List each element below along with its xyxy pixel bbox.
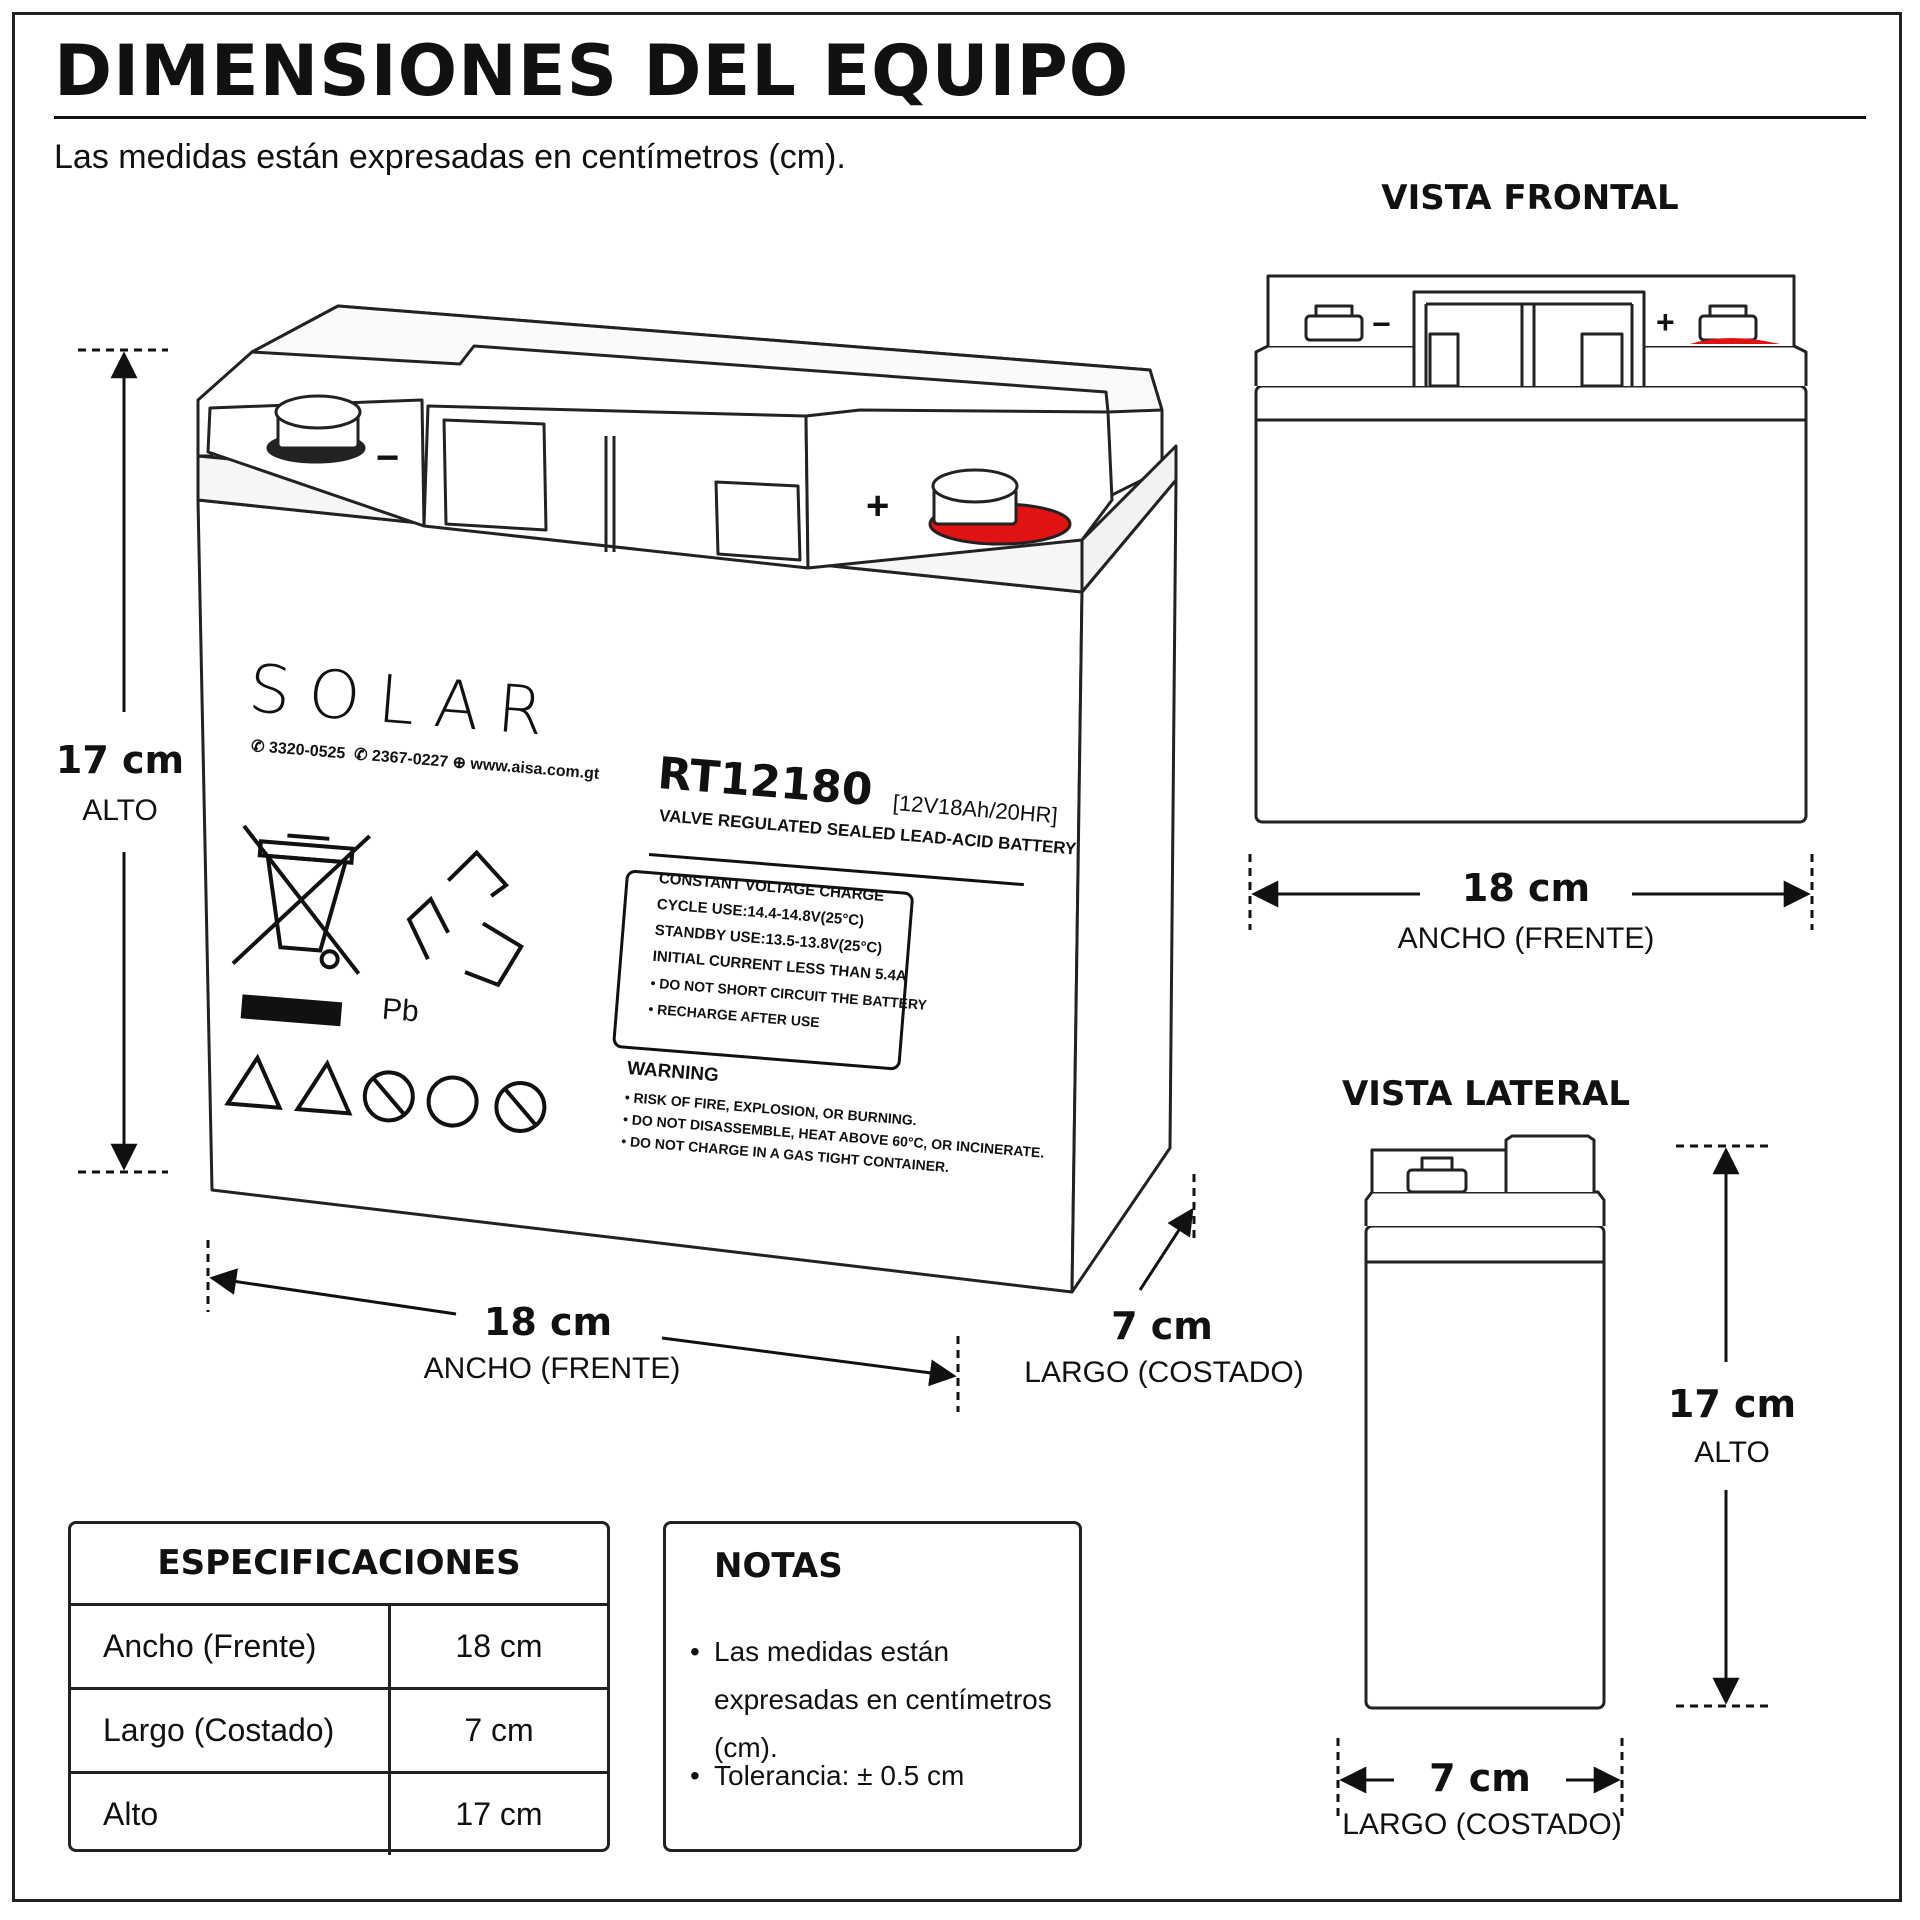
- pb-label: Pb: [380, 992, 421, 1029]
- spec-value: 17 cm: [455, 1796, 543, 1832]
- specifications-title: ESPECIFICACIONES: [71, 1524, 607, 1606]
- main-alto-label: ALTO: [82, 794, 158, 827]
- specifications-table: ESPECIFICACIONES Ancho (Frente) 18 cm La…: [68, 1521, 610, 1855]
- notes-title: NOTAS: [714, 1546, 843, 1586]
- bullet-icon: •: [690, 1760, 700, 1791]
- charge-info-box: [612, 869, 914, 1071]
- main-ancho-label: ANCHO (FRENTE): [423, 1352, 681, 1385]
- pb-bar: [240, 994, 343, 1027]
- table-row: Alto 17 cm: [71, 1774, 607, 1855]
- spec-name: Alto: [71, 1774, 391, 1855]
- phone-icon: ✆: [353, 746, 369, 765]
- spec-name: Largo (Costado): [71, 1690, 391, 1771]
- front-ancho-label: ANCHO (FRENTE): [1397, 922, 1655, 955]
- note-item: • Las medidas están expresadas en centím…: [690, 1628, 1074, 1772]
- page-subtitle: Las medidas están expresadas en centímet…: [54, 138, 846, 176]
- front-view-title: VISTA FRONTAL: [1381, 178, 1679, 218]
- main-largo-value: 7 cm: [1111, 1304, 1213, 1348]
- terminal-positive-sign: +: [866, 484, 890, 528]
- note-text: Las medidas están expresadas en centímet…: [714, 1636, 1052, 1763]
- battery-perspective: [196, 304, 1178, 1294]
- main-largo-label: LARGO (COSTADO): [1024, 1356, 1304, 1389]
- side-largo-label: LARGO (COSTADO): [1342, 1808, 1622, 1841]
- note-text: Tolerancia: ± 0.5 cm: [714, 1760, 965, 1791]
- note-item: • Tolerancia: ± 0.5 cm: [690, 1752, 1074, 1800]
- battery-label-art: [224, 824, 1024, 1134]
- globe-icon: ⊕: [451, 754, 467, 773]
- safety-icons: [224, 1053, 547, 1134]
- front-view-dimension: [1248, 854, 1814, 930]
- phone-icon: ✆: [250, 737, 266, 757]
- spec-value: 7 cm: [464, 1712, 534, 1748]
- side-view-drawing: [1364, 1134, 1606, 1710]
- side-alto-value: 17 cm: [1667, 1382, 1797, 1426]
- charge-info-text: CONSTANT VOLTAGE CHARGE CYCLE USE:14.4-1…: [647, 866, 936, 1044]
- bullet-icon: •: [690, 1636, 700, 1667]
- table-row: Largo (Costado) 7 cm: [71, 1690, 607, 1774]
- front-ancho-value: 18 cm: [1461, 866, 1591, 910]
- front-view-drawing: [1254, 274, 1808, 824]
- side-view-dimensions: [1336, 1144, 1768, 1816]
- front-terminal-negative-sign: −: [1372, 306, 1391, 342]
- weee-bin-icon: [231, 824, 371, 975]
- battery-side-face: [1070, 478, 1178, 1294]
- spec-value: 18 cm: [455, 1628, 543, 1664]
- title-divider: [54, 116, 1866, 119]
- terminal-negative-sign: −: [376, 436, 400, 480]
- notes-box: NOTAS • Las medidas están expresadas en …: [663, 1521, 1082, 1852]
- side-largo-value: 7 cm: [1429, 1756, 1531, 1800]
- side-view-title: VISTA LATERAL: [1341, 1074, 1631, 1114]
- page-title: DIMENSIONES DEL EQUIPO: [54, 30, 1130, 112]
- page-frame: [12, 12, 1902, 1902]
- main-alto-value: 17 cm: [55, 738, 185, 782]
- side-alto-label: ALTO: [1694, 1436, 1770, 1469]
- front-terminal-positive-sign: +: [1656, 304, 1675, 340]
- spec-name: Ancho (Frente): [71, 1606, 391, 1687]
- table-row: Ancho (Frente) 18 cm: [71, 1606, 607, 1690]
- main-dimension-lines: [78, 348, 1196, 1412]
- main-ancho-value: 18 cm: [483, 1300, 613, 1344]
- recycle-icon: [406, 849, 525, 988]
